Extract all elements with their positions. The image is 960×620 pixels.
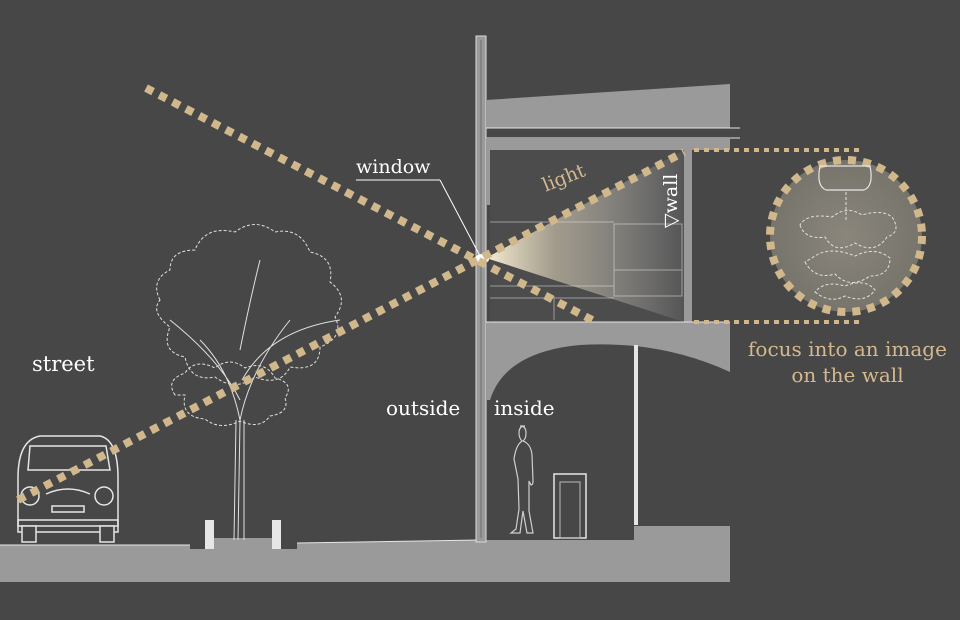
label-focus-caption: focus into an image on the wall: [748, 336, 947, 388]
label-street: street: [32, 352, 95, 376]
person-silhouette: [509, 425, 534, 534]
ground: [0, 520, 730, 582]
beam-from-sky: [144, 84, 598, 326]
label-wall: ▽wall: [660, 173, 682, 228]
label-focus-line2: on the wall: [791, 363, 904, 387]
wall-image-zoom: [766, 156, 926, 316]
light-cone: [486, 150, 684, 322]
building-section: [475, 35, 740, 543]
inverted-car: [818, 165, 872, 191]
label-outside: outside: [386, 396, 461, 420]
beam-from-car: [16, 148, 686, 504]
window-leader: [356, 179, 481, 257]
label-focus-line1: focus into an image: [748, 337, 947, 361]
label-inside: inside: [494, 396, 555, 420]
bollard: [272, 520, 281, 549]
projection-guides: [694, 148, 862, 324]
interior-cabinet: [553, 473, 587, 539]
light-beams: [16, 84, 686, 504]
tree: [156, 224, 342, 541]
bollard: [205, 520, 214, 549]
car: [17, 435, 119, 543]
label-window: window: [356, 156, 431, 178]
